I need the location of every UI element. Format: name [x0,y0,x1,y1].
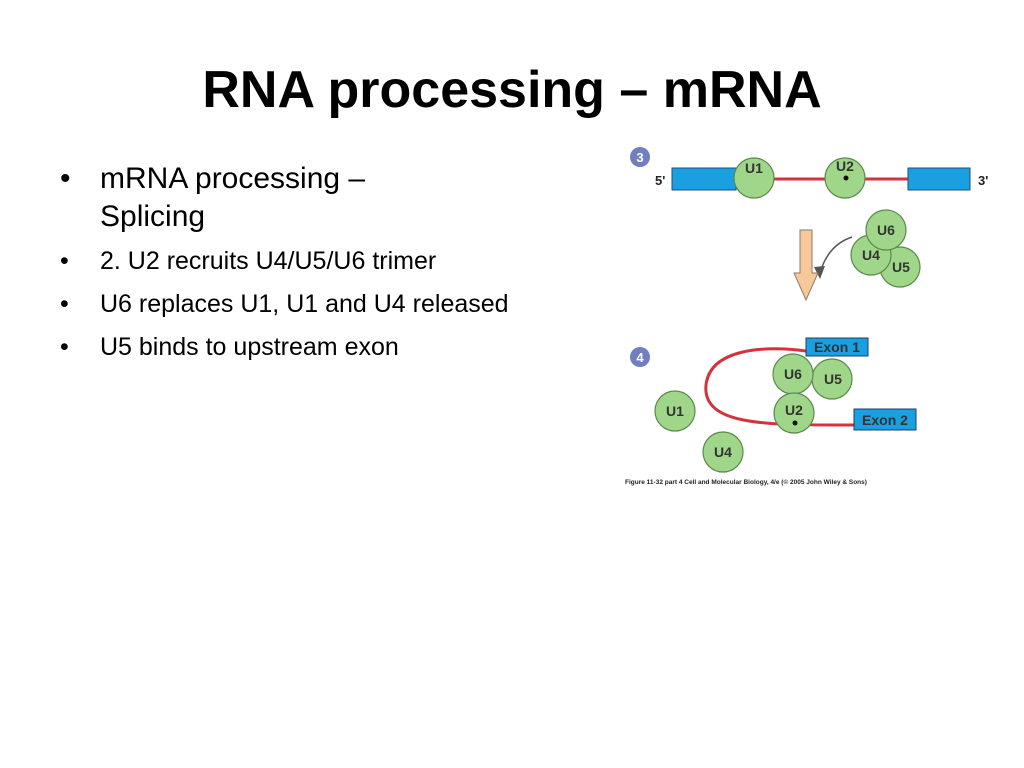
u1-particle-released [654,390,696,432]
bullet-item: 2. U2 recruits U4/U5/U6 trimer [58,246,558,277]
step-4-number: 4 [636,350,644,365]
u5-label: U5 [892,259,910,275]
u1-label: U1 [666,403,684,419]
u6-label: U6 [877,222,895,238]
recruit-arrow [819,236,853,274]
exon-1-box [805,337,869,357]
u4-label: U4 [714,444,732,460]
exon-right [907,167,971,191]
exon-2-box [853,408,917,431]
exon-2-label: Exon 2 [862,412,908,428]
u6-label: U6 [784,366,802,382]
bullet-item: U6 replaces U1, U1 and U4 released [58,289,520,320]
figure-caption: Figure 11-32 part 4 Cell and Molecular B… [625,478,867,486]
u6-particle [865,209,907,251]
bullet-item: U5 binds to upstream exon [58,332,558,363]
recruit-arrowhead [814,266,825,279]
bullet-item: mRNA processing – Splicing [58,160,450,236]
u1-particle [733,157,775,199]
u4-particle-released [702,431,744,473]
five-prime-label: 5' [655,173,665,188]
u5-label: U5 [824,371,842,387]
branch-point-dot [792,420,798,426]
three-prime-label: 3' [978,173,988,188]
u2-label: U2 [785,402,803,418]
step-4-badge [630,347,650,367]
branch-point-dot [843,175,849,181]
u2-particle [773,392,815,434]
u1-label: U1 [745,160,763,176]
bullet-list: mRNA processing – Splicing 2. U2 recruit… [58,160,558,363]
slide-title: RNA processing – mRNA [202,61,822,119]
exon-1-label: Exon 1 [814,339,860,355]
step-3-badge [630,147,650,167]
u2-label: U2 [836,158,854,174]
exon-left [671,167,737,191]
u4-label: U4 [862,247,880,263]
step-arrow [793,229,819,302]
step-3-number: 3 [636,150,643,165]
splicing-diagram: 3 5' 3' U1 U2 U5 U4 U6 4 Exon 1 Exon 2 [625,147,988,486]
